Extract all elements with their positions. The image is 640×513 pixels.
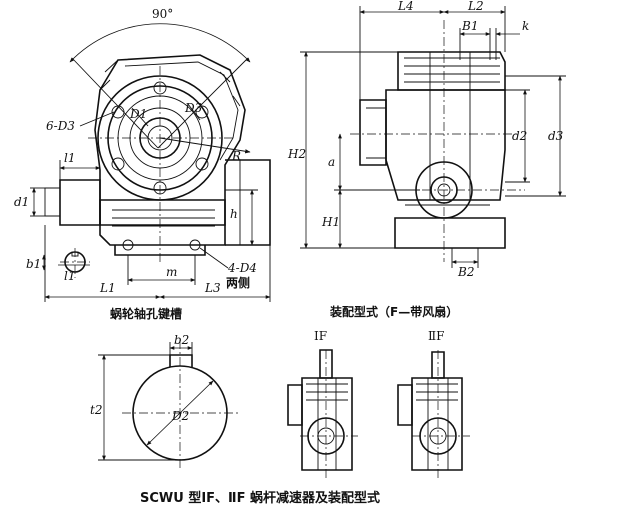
label-l1-top: l1 xyxy=(64,151,75,165)
label-l1-bottom: l1 xyxy=(64,269,75,283)
label-d3: d3 xyxy=(548,129,564,143)
label-R: R xyxy=(231,149,241,163)
label-H2: H2 xyxy=(287,147,306,161)
caption-type-IIF: ⅡF xyxy=(428,329,444,343)
label-h: h xyxy=(230,207,238,221)
label-d2: d2 xyxy=(512,129,527,143)
label-d1: d1 xyxy=(14,195,29,209)
caption-type-IF: ⅠF xyxy=(314,329,327,343)
label-L4: L4 xyxy=(397,0,414,13)
label-D3: D3 xyxy=(184,101,203,115)
label-b1: b1 xyxy=(26,257,41,271)
label-b2: b2 xyxy=(174,333,189,347)
label-L2: L2 xyxy=(467,0,484,13)
label-t2: t2 xyxy=(90,403,102,417)
assembly-IIF xyxy=(397,350,470,478)
label-L3: L3 xyxy=(204,281,221,295)
label-both-sides: 两侧 xyxy=(226,275,250,290)
label-m: m xyxy=(166,265,177,279)
label-k: k xyxy=(522,19,529,33)
side-view xyxy=(300,6,566,268)
label-B1: B1 xyxy=(461,19,478,33)
label-D1: D1 xyxy=(129,107,147,121)
label-D2: D2 xyxy=(171,409,189,423)
label-a: a xyxy=(328,155,335,169)
label-4-d4: 4-D4 xyxy=(227,261,257,275)
label-angle: 90° xyxy=(152,7,173,21)
figure-title: SCWU 型ⅠF、ⅡF 蜗杆减速器及装配型式 xyxy=(140,490,380,506)
label-6-d3: 6-D3 xyxy=(46,119,75,133)
keyway-detail xyxy=(98,340,240,470)
front-view xyxy=(30,23,271,302)
assembly-IF xyxy=(287,349,358,478)
caption-keyway: 蜗轮轴孔键槽 xyxy=(110,306,182,321)
label-H1: H1 xyxy=(321,215,340,229)
label-L1: L1 xyxy=(99,281,116,295)
label-B2: B2 xyxy=(457,265,474,279)
caption-assembly: 装配型式（F—带风扇） xyxy=(329,304,458,319)
